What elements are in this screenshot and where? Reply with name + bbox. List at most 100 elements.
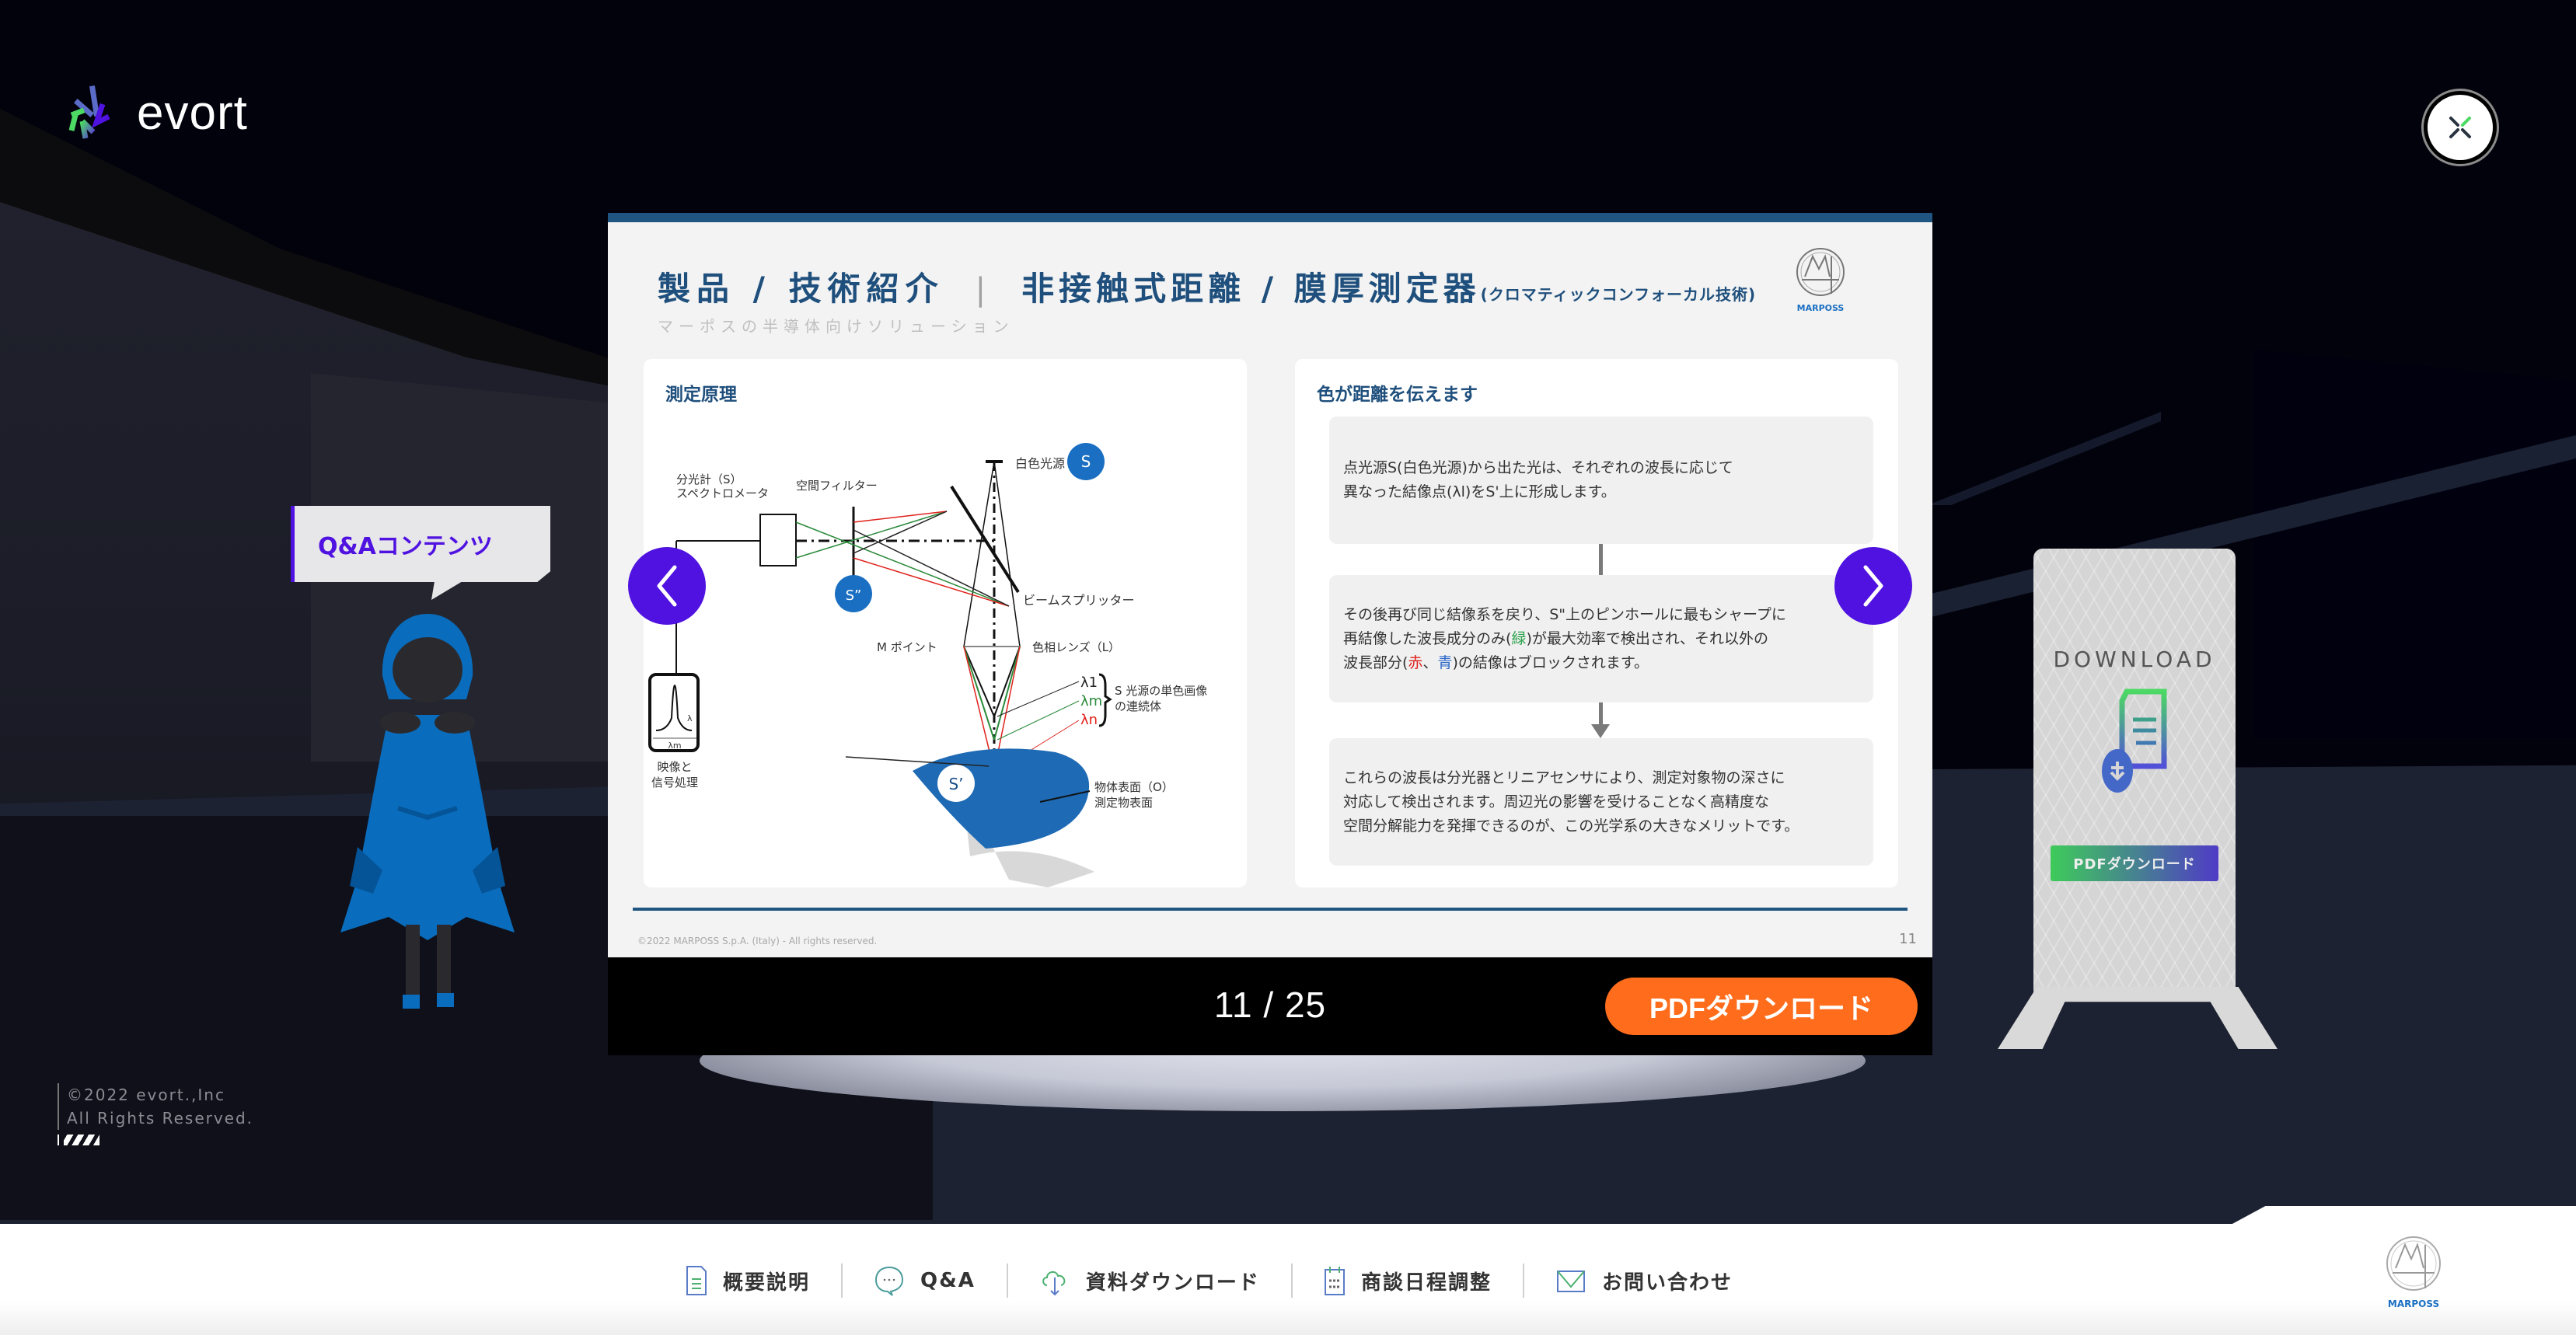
step-text-fragment: )の結像はブロックされます。 (1452, 654, 1649, 671)
explanation-step-3: これらの波長は分光器とリニアセンサにより、測定対象物の深さに 対応して検出されま… (1329, 738, 1873, 866)
svg-text:S 光源の単色画像: S 光源の単色画像 (1115, 684, 1207, 698)
document-icon (686, 1266, 707, 1295)
toolbar-item-overview[interactable]: 概要説明 (676, 1264, 841, 1298)
blue-highlight: 青 (1437, 654, 1453, 671)
slide-title-separator: | (975, 272, 986, 308)
evort-logo-icon (68, 85, 110, 139)
toolbar-item-label: 商談日程調整 (1360, 1271, 1492, 1295)
slide-page-number: 11 (1899, 931, 1917, 947)
previous-slide-button[interactable] (628, 547, 706, 625)
svg-text:分光計（S）: 分光計（S） (676, 472, 742, 486)
close-button-face (2428, 95, 2493, 160)
scene-light-streak (1928, 412, 2161, 505)
stripe-hatch (64, 1135, 99, 1145)
qa-contents-bubble[interactable]: Q&Aコンテンツ (291, 506, 550, 582)
pdf-download-button[interactable]: PDFダウンロード (1605, 978, 1918, 1035)
page-indicator: 11 / 25 (1213, 985, 1327, 1025)
slide-footer-copyright: ©2022 MARPOSS S.p.A. (Italy) - All right… (637, 936, 878, 946)
toolbar-item-label: Q&A (920, 1269, 976, 1292)
marposs-logo-icon: MARPOSS (1796, 248, 1845, 313)
svg-text:MARPOSS: MARPOSS (2388, 1298, 2439, 1309)
toolbar-item-contact[interactable]: お問い合わせ (1522, 1264, 1764, 1298)
step-text-line: 再結像した波長成分のみ(緑)が最大効率で検出され、それ以外の (1343, 627, 1859, 651)
step-text-fragment: )が最大効率で検出され、それ以外の (1526, 629, 1769, 647)
copyright-line-1: ©2022 evort.,Inc (67, 1086, 225, 1104)
flow-connector (1599, 544, 1603, 575)
svg-text:スペクトロメータ: スペクトロメータ (676, 486, 769, 500)
red-highlight: 赤 (1408, 654, 1423, 671)
close-icon (2449, 117, 2471, 138)
toolbar-item-download[interactable]: 資料ダウンロード (1006, 1264, 1291, 1298)
stripe-bar (58, 1135, 59, 1145)
slide-subtitle: マーポスの半導体向けソリューション (658, 317, 1014, 336)
step-text-line: 空間分解能力を発揮できるのが、この光学系の大きなメリットです。 (1343, 817, 1799, 835)
slide-footer-rule (633, 908, 1908, 911)
svg-text:S: S (1081, 452, 1091, 471)
copyright-line-2: All Rights Reserved. (67, 1109, 254, 1128)
site-copyright: ©2022 evort.,Inc All Rights Reserved. (58, 1083, 253, 1130)
green-highlight: 緑 (1511, 629, 1527, 647)
download-stand-base (1998, 987, 2278, 1049)
svg-text:の連続体: の連続体 (1115, 699, 1161, 713)
bottom-toolbar-menu: 概要説明 Q&A 資料ダウンロード 商談日程調整 お問い合わせ (676, 1259, 1764, 1302)
step-text-line: 対応して検出されます。周辺光の影響を受けることなく高精度な (1343, 793, 1769, 810)
chevron-left-icon (657, 565, 677, 607)
close-button[interactable] (2421, 89, 2499, 166)
svg-text:λ: λ (687, 713, 693, 723)
slide-title-technology: (クロマティックコンフォーカル技術) (1480, 285, 1757, 304)
svg-text:M ポイント: M ポイント (877, 640, 937, 654)
svg-text:白色光源: 白色光源 (1015, 456, 1065, 471)
svg-text:λm: λm (668, 741, 681, 751)
svg-text:λn: λn (1080, 712, 1098, 728)
svg-text:色相レンズ（L）: 色相レンズ（L） (1032, 640, 1120, 654)
loading-stripes-decoration (58, 1135, 99, 1145)
step-text-fragment: 波長部分( (1343, 654, 1408, 671)
slide-title-product: 非接触式距離 / 膜厚測定器 (1021, 270, 1481, 308)
svg-text:物体表面（O）: 物体表面（O） (1094, 780, 1174, 794)
svg-text:λm: λm (1080, 693, 1102, 709)
slide-page: 製品 / 技術紹介 | 非接触式距離 / 膜厚測定器 (クロマティックコンフォー… (608, 213, 1932, 957)
viewer-controls: 11 / 25 PDFダウンロード (608, 957, 1932, 1055)
step-text-line: 波長部分(赤、青)の結像はブロックされます。 (1343, 651, 1859, 675)
download-stand-board[interactable]: DOWNLOAD PDFダウンロード (2033, 549, 2236, 999)
confocal-diagram: 白色光源 S ビームスプリッター M ポイント 色相レンズ（L） (648, 443, 1207, 887)
panel-heading: 色が距離を伝えます (1317, 385, 1478, 405)
measurement-principle-panel: 測定原理 白色光源 S ビームスプリッター M ポイント 色相レンズ（L） (644, 359, 1247, 887)
document-download-icon (2102, 688, 2167, 793)
svg-text:S’: S’ (948, 775, 963, 793)
toolbar-item-label: 資料ダウンロード (1085, 1271, 1260, 1295)
download-stand[interactable]: DOWNLOAD PDFダウンロード (1998, 544, 2278, 1057)
download-stand-title: DOWNLOAD (2053, 647, 2216, 672)
step-text-fragment: 再結像した波長成分のみ( (1343, 629, 1512, 647)
evort-logo[interactable]: evort (54, 78, 248, 148)
evort-logo-text: evort (137, 85, 248, 140)
chevron-right-icon (1863, 565, 1883, 607)
toolbar-item-qa[interactable]: Q&A (841, 1264, 1007, 1298)
toolbar-item-schedule[interactable]: 商談日程調整 (1290, 1264, 1523, 1298)
panel-heading: 測定原理 (665, 385, 737, 405)
avatar-character[interactable] (311, 614, 544, 1018)
svg-text:空間フィルター: 空間フィルター (796, 479, 878, 493)
chat-bubble-icon (875, 1266, 904, 1296)
step-text-fragment: 、 (1422, 654, 1438, 671)
step-text-line: その後再び同じ結像系を戻り、S"上のピンホールに最もシャープに (1343, 605, 1786, 623)
slide-title-section: 製品 / 技術紹介 (658, 270, 944, 308)
calendar-icon (1324, 1267, 1345, 1295)
explanation-step-1: 点光源S(白色光源)から出た光は、それぞれの波長に応じて 異なった結像点(λl)… (1329, 417, 1873, 544)
arrow-down-icon (1591, 724, 1610, 738)
svg-text:ビームスプリッター: ビームスプリッター (1023, 593, 1135, 608)
cloud-download-icon (1042, 1271, 1066, 1296)
bottom-toolbar (0, 1224, 2576, 1335)
toolbar-corner (2231, 1206, 2576, 1225)
stand-pdf-download-button[interactable]: PDFダウンロード (2051, 845, 2218, 881)
svg-text:S”: S” (846, 587, 862, 604)
flow-connector (1599, 702, 1603, 726)
svg-text:MARPOSS: MARPOSS (1797, 303, 1845, 313)
step-text-line: これらの波長は分光器とリニアセンサにより、測定対象物の深さに (1343, 769, 1785, 786)
marposs-footer-logo[interactable]: MARPOSS (2379, 1234, 2449, 1312)
explanation-step-2: その後再び同じ結像系を戻り、S"上のピンホールに最もシャープに 再結像した波長成… (1329, 575, 1873, 702)
svg-text:λ1: λ1 (1080, 674, 1098, 691)
next-slide-button[interactable] (1834, 547, 1912, 625)
svg-text:信号処理: 信号処理 (651, 776, 698, 789)
step-text-line: 点光源S(白色光源)から出た光は、それぞれの波長に応じて (1343, 459, 1733, 476)
